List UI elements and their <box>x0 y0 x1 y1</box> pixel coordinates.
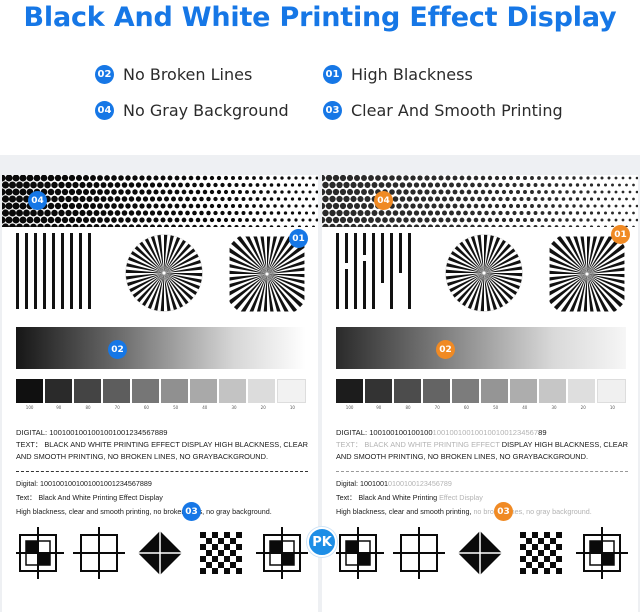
line-test-pattern <box>16 233 102 309</box>
feature-label: No Broken Lines <box>123 65 253 84</box>
feature-label: No Gray Background <box>123 101 289 120</box>
marker-badge: 03 <box>494 502 513 521</box>
grayscale-gradient <box>336 327 626 369</box>
dashed-divider <box>16 471 308 472</box>
feature-badge: 02 <box>95 65 114 84</box>
feature-high-blackness: 01 High Blackness <box>323 65 473 84</box>
page-title: Black And White Printing Effect Display <box>23 2 617 33</box>
marker-badge: 02 <box>436 340 455 359</box>
digital-small-line: Digital: 1001001001001001001234567889 <box>16 479 152 488</box>
text-small-line: Text： Black And White Printing Effect Di… <box>336 493 483 502</box>
feature-badge: 04 <box>95 101 114 120</box>
description-line: High blackness, clear and smooth printin… <box>336 507 592 516</box>
marker-badge: 01 <box>289 229 308 248</box>
siemens-star-pattern <box>125 234 203 312</box>
feature-label: Clear And Smooth Printing <box>351 101 563 120</box>
square-star-pattern <box>229 236 305 312</box>
marker-badge: 03 <box>182 502 201 521</box>
halftone-dots-pattern <box>322 175 638 227</box>
grayscale-step-blocks <box>16 379 306 403</box>
digital-line: DIGITAL: 1001001001001001001001001001001… <box>336 428 547 437</box>
halftone-dots-pattern <box>2 175 318 227</box>
feature-label: High Blackness <box>351 65 473 84</box>
feature-no-broken-lines: 02 No Broken Lines <box>95 65 252 84</box>
digital-line: DIGITAL: 1001001001001001001234567889 <box>16 428 168 437</box>
feature-badge: 03 <box>323 101 342 120</box>
marker-badge: 02 <box>108 340 127 359</box>
dashed-divider <box>336 471 628 472</box>
feature-no-gray-background: 04 No Gray Background <box>95 101 289 120</box>
description-line: High blackness, clear and smooth printin… <box>16 507 272 516</box>
text-small-line: Text： Black And White Printing Effect Di… <box>16 493 163 502</box>
digital-small-line: Digital: 10010010100100123456789 <box>336 479 452 488</box>
marker-badge: 01 <box>611 225 630 244</box>
grayscale-step-blocks <box>336 379 626 403</box>
feature-clear-smooth-printing: 03 Clear And Smooth Printing <box>323 101 563 120</box>
text-line: TEXT： BLACK AND WHITE PRINTING EFFECT DI… <box>336 440 628 461</box>
grayscale-gradient <box>16 327 306 369</box>
line-test-pattern <box>336 233 422 309</box>
registration-targets <box>336 527 628 579</box>
square-star-pattern <box>549 236 625 312</box>
feature-badge: 01 <box>323 65 342 84</box>
marker-badge: 04 <box>28 191 47 210</box>
text-line: TEXT： BLACK AND WHITE PRINTING EFFECT DI… <box>16 440 308 461</box>
registration-targets <box>16 527 308 579</box>
siemens-star-pattern <box>445 234 523 312</box>
marker-badge: 04 <box>374 191 393 210</box>
brand-logo: PK <box>307 527 337 557</box>
